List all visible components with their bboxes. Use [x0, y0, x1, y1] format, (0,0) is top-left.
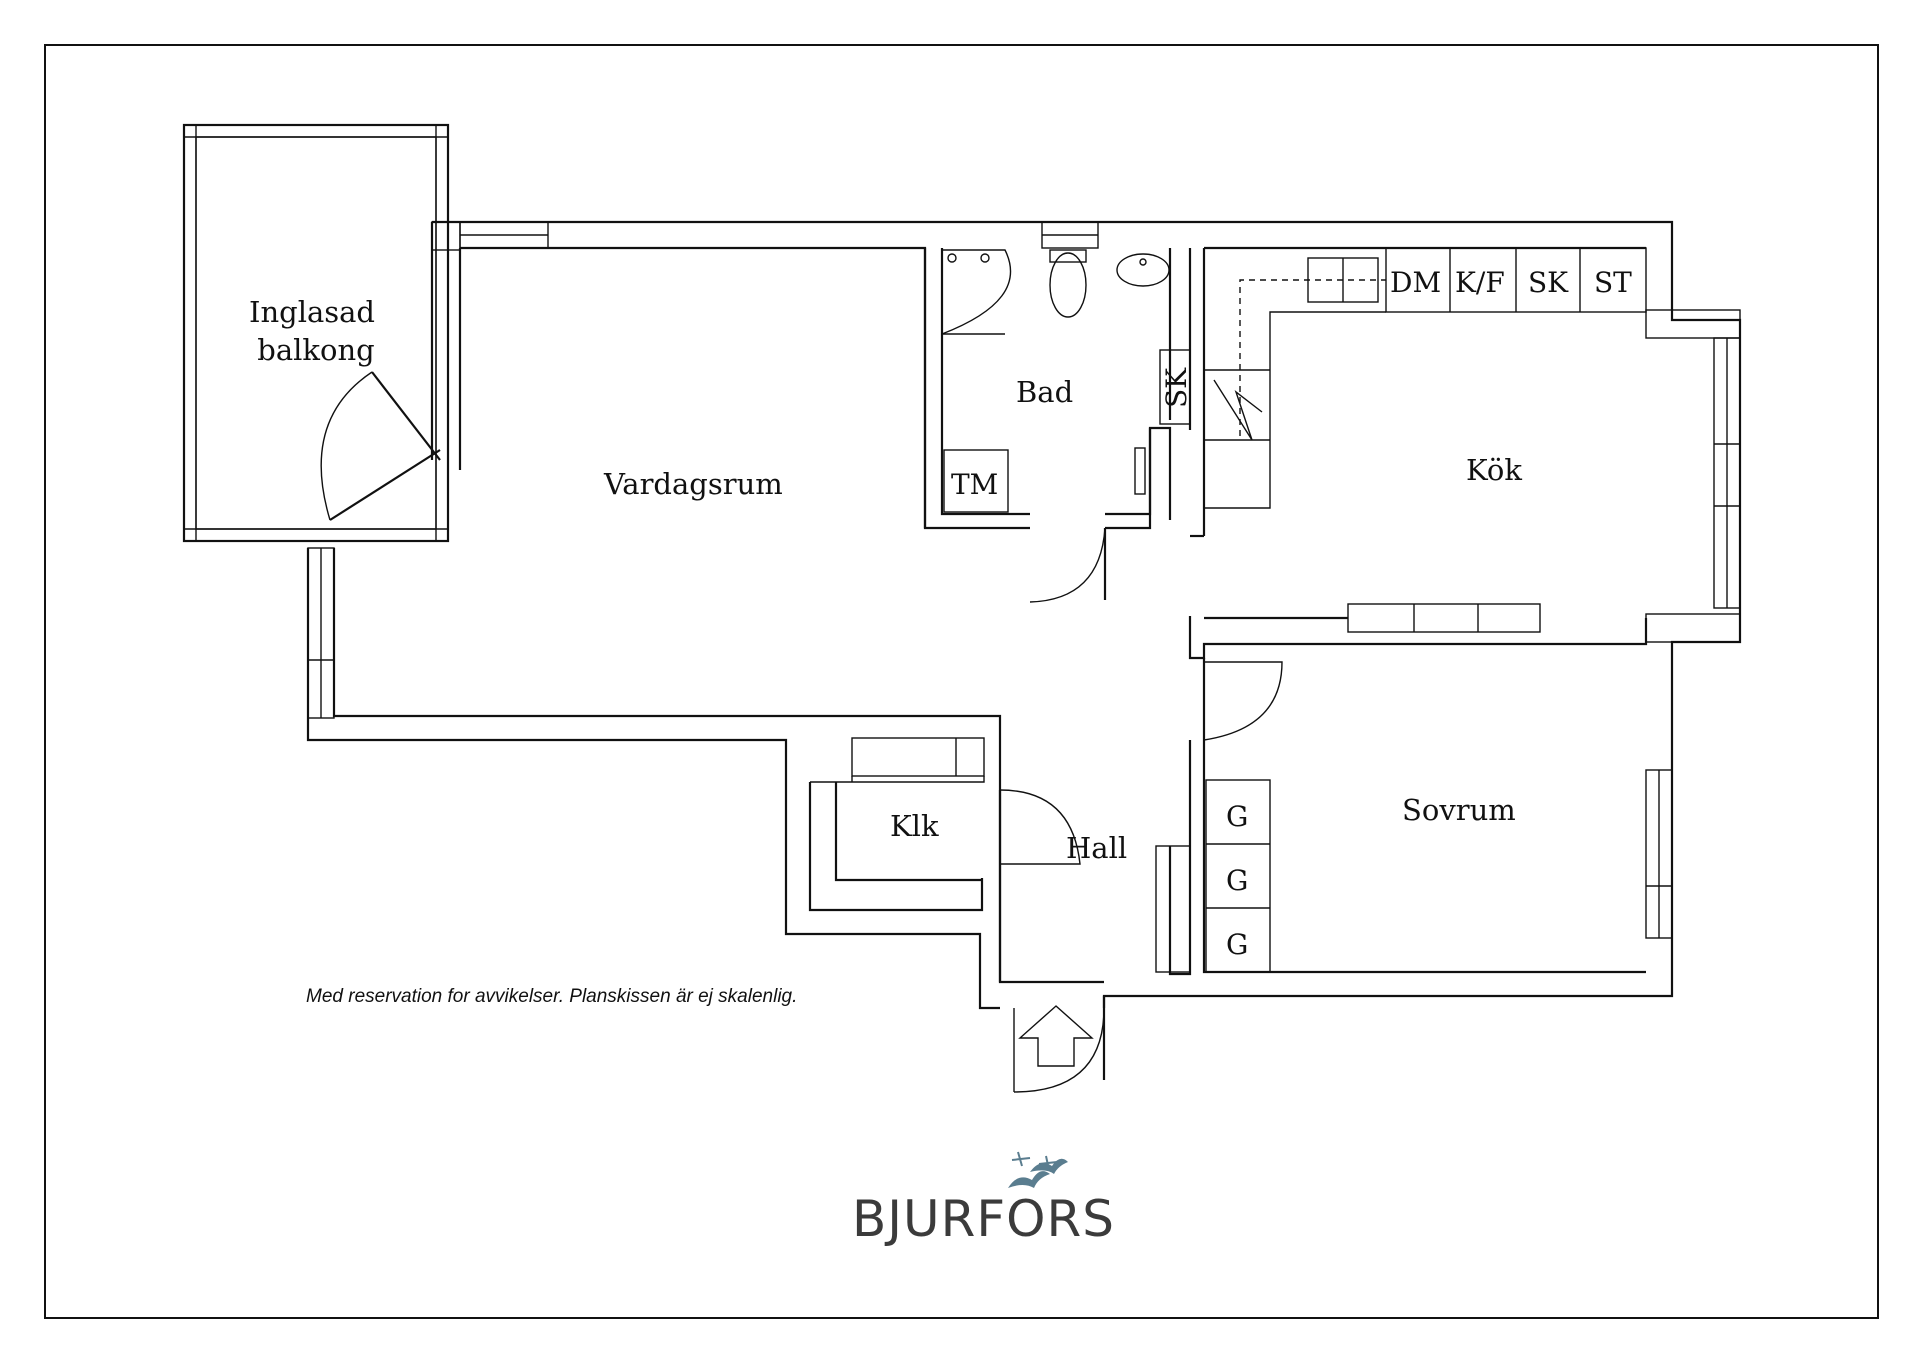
- balcony-line-1: Inglasad: [249, 295, 375, 329]
- brand-logo-text: BJURFORS: [852, 1190, 1115, 1248]
- balcony-line-2: balkong: [257, 333, 374, 367]
- kitchen-walls: [1188, 246, 1648, 660]
- page-frame: [44, 44, 1879, 1319]
- fixture-label-dishwasher: DM: [1390, 266, 1441, 299]
- disclaimer-note: Med reservation for avvikelser. Planskis…: [306, 986, 797, 1007]
- balcony-walls: [182, 123, 450, 543]
- fixture-label-fridge-freezer: K/F: [1455, 266, 1505, 299]
- exterior-walls: [306, 220, 1742, 1010]
- fixture-label-stove: ST: [1594, 266, 1632, 299]
- room-label-living: Vardagsrum: [603, 467, 783, 501]
- fixture-label-bath-cabinet: SK: [1160, 367, 1193, 408]
- room-label-closet: Klk: [890, 809, 939, 843]
- fixture-label-wardrobe-1: G: [1226, 800, 1248, 833]
- fixture-label-wardrobe-3: G: [1226, 928, 1248, 961]
- fixture-label-kitchen-cabinet: SK: [1528, 266, 1569, 299]
- bird-logo-icon: [1008, 1151, 1068, 1188]
- fixture-label-washer: TM: [951, 468, 998, 501]
- closet-walls: [808, 737, 1081, 982]
- balcony-door: [320, 371, 441, 521]
- room-label-balcony: Inglasad balkong: [249, 295, 375, 367]
- entry-door: [1013, 996, 1106, 1093]
- room-label-bedroom: Sovrum: [1402, 793, 1516, 827]
- room-label-bath: Bad: [1016, 375, 1073, 409]
- fixture-label-wardrobe-2: G: [1226, 864, 1248, 897]
- bathroom-walls: [923, 248, 1192, 603]
- room-label-kitchen: Kök: [1466, 453, 1522, 487]
- bedroom-hall-walls: [1155, 658, 1646, 976]
- room-label-hall: Hall: [1066, 831, 1127, 865]
